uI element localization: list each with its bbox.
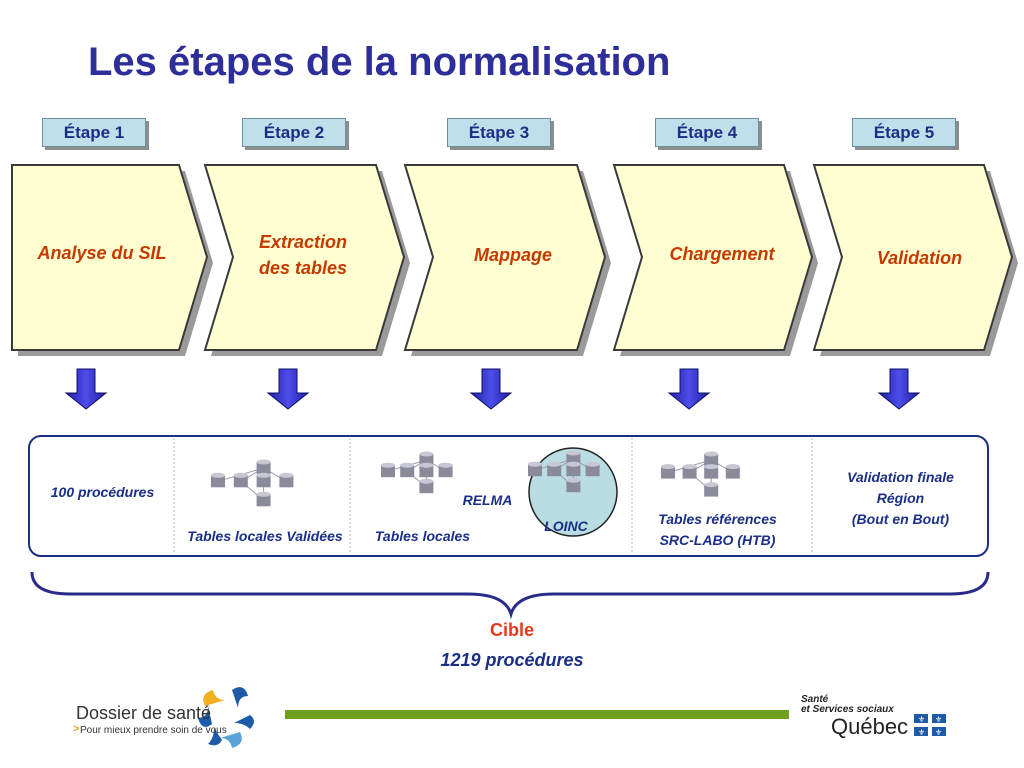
down-arrow-icon [469,368,513,410]
result-validation-line3: (Bout en Bout) [851,511,950,527]
database-network-icon [211,459,294,507]
step-label-2: Étape 2 [242,118,346,147]
svg-text:⚜: ⚜ [935,715,942,724]
result-validation-line2: Région [876,490,925,506]
footer-arrow-icon: > [73,723,80,735]
database-network-icon [661,451,740,497]
step-name-3: Mappage [473,245,552,265]
result-procedures: 100 procédures [50,484,155,500]
chevron-step-3 [403,164,611,356]
step-name-4: Chargement [669,244,775,264]
step-name-2-line2: des tables [258,258,348,278]
down-arrow-icon [877,368,921,410]
chevron-step-5 [812,164,1018,356]
step-label-4: Étape 4 [655,118,759,147]
step-name-5: Validation [876,248,963,268]
chevron-step-1 [11,164,213,356]
step-name-1: Analyse du SIL [37,243,167,263]
svg-text:⚜: ⚜ [935,728,942,737]
svg-text:⚜: ⚜ [918,715,925,724]
database-network-icon [528,450,600,493]
dossier-sante-logo [198,687,254,748]
result-validation-line1: Validation finale [847,469,954,485]
result-tables-validees: Tables locales Validées [187,528,343,544]
summary-count: 1219 procédures [440,650,584,670]
result-relma: RELMA [462,492,513,508]
footer-dossier-sub: Pour mieux prendre soin de vous [80,725,227,736]
database-network-icon [381,451,453,494]
step-label-5: Étape 5 [852,118,956,147]
footer-dossier-title: Dossier de santé [76,703,212,723]
down-arrow-icon [266,368,310,410]
down-arrow-icon [64,368,108,410]
result-loinc: LOINC [544,518,588,534]
step-label-3: Étape 3 [447,118,551,147]
summary-brace [30,571,990,620]
step-name-2-line1: Extraction [258,232,348,252]
footer-bar [285,710,789,719]
footer-quebec-line1: Santé [801,694,829,705]
down-arrow-icon [667,368,711,410]
svg-text:⚜: ⚜ [918,728,925,737]
summary-label: Cible [489,620,534,640]
chevron-step-2 [203,164,410,356]
result-tables-locales: Tables locales [374,528,471,544]
result-tables-references-line2: SRC-LABO (HTB) [659,532,776,548]
quebec-flag-logo: ⚜ ⚜ ⚜ ⚜ [914,714,946,737]
footer-quebec-name: Québec [831,714,909,739]
step-label-1: Étape 1 [42,118,146,147]
result-tables-references-line1: Tables références [658,511,777,527]
chevron-step-4 [612,164,818,356]
page-title: Les étapes de la normalisation [88,40,671,84]
footer-quebec-line2: et Services sociaux [801,704,894,715]
